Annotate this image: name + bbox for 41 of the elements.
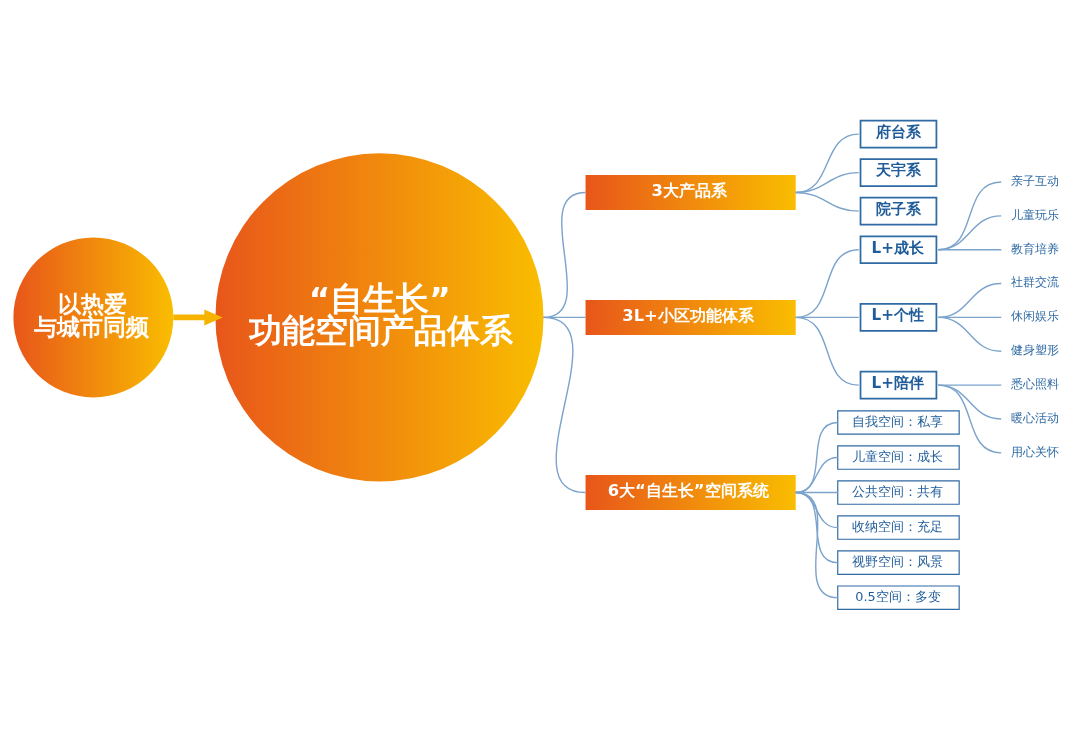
connector [795,249,860,319]
connector [937,249,1002,251]
node-text: 社群交流 [1010,275,1059,290]
node-circle: “自生长”功能空间产品体系 [215,153,544,482]
node-text: 亲子互动 [1010,173,1059,188]
node-box: 0.5空间：多变 [837,585,960,610]
node-text: 悉心照料 [1010,377,1059,392]
connector [542,316,587,494]
arrow [173,309,223,326]
connector [795,133,860,194]
node-circle: 以热爱与城市同频 [13,237,174,398]
connector [795,191,860,212]
node-box: 自我空间：私享 [837,410,960,435]
node-text: 用心关怀 [1010,444,1059,459]
node-box: L+成长 [859,235,938,264]
node-text: 暖心活动 [1010,410,1059,425]
node-box: 视野空间：风景 [837,550,960,575]
connector [795,316,860,386]
connector [795,491,839,599]
node-text: 健身塑形 [1010,343,1059,358]
node-box: L+陪伴 [859,370,938,400]
connector [795,491,839,564]
node-text: 休闲娱乐 [1010,309,1059,324]
connector [937,384,1002,420]
node-box: 公共空间：共有 [837,480,960,505]
node-box: 天宇系 [859,158,938,187]
node-box: 收纳空间：充足 [837,515,960,540]
connector [937,316,1002,352]
connector [937,384,1002,386]
connector [937,181,1002,251]
node-text: 教育培养 [1010,241,1059,256]
node-text: 儿童玩乐 [1010,207,1059,222]
node-box: 儿童空间：成长 [837,445,960,470]
connector [937,215,1002,251]
node-box: 3L+小区功能体系 [585,299,796,335]
connector [937,384,1002,454]
node-box: L+个性 [859,303,938,332]
node-box: 6大“自生长”空间系统 [585,475,796,511]
node-box: 府台系 [859,119,938,149]
node-box: 3大产品系 [585,174,796,210]
node-box: 院子系 [859,196,938,226]
